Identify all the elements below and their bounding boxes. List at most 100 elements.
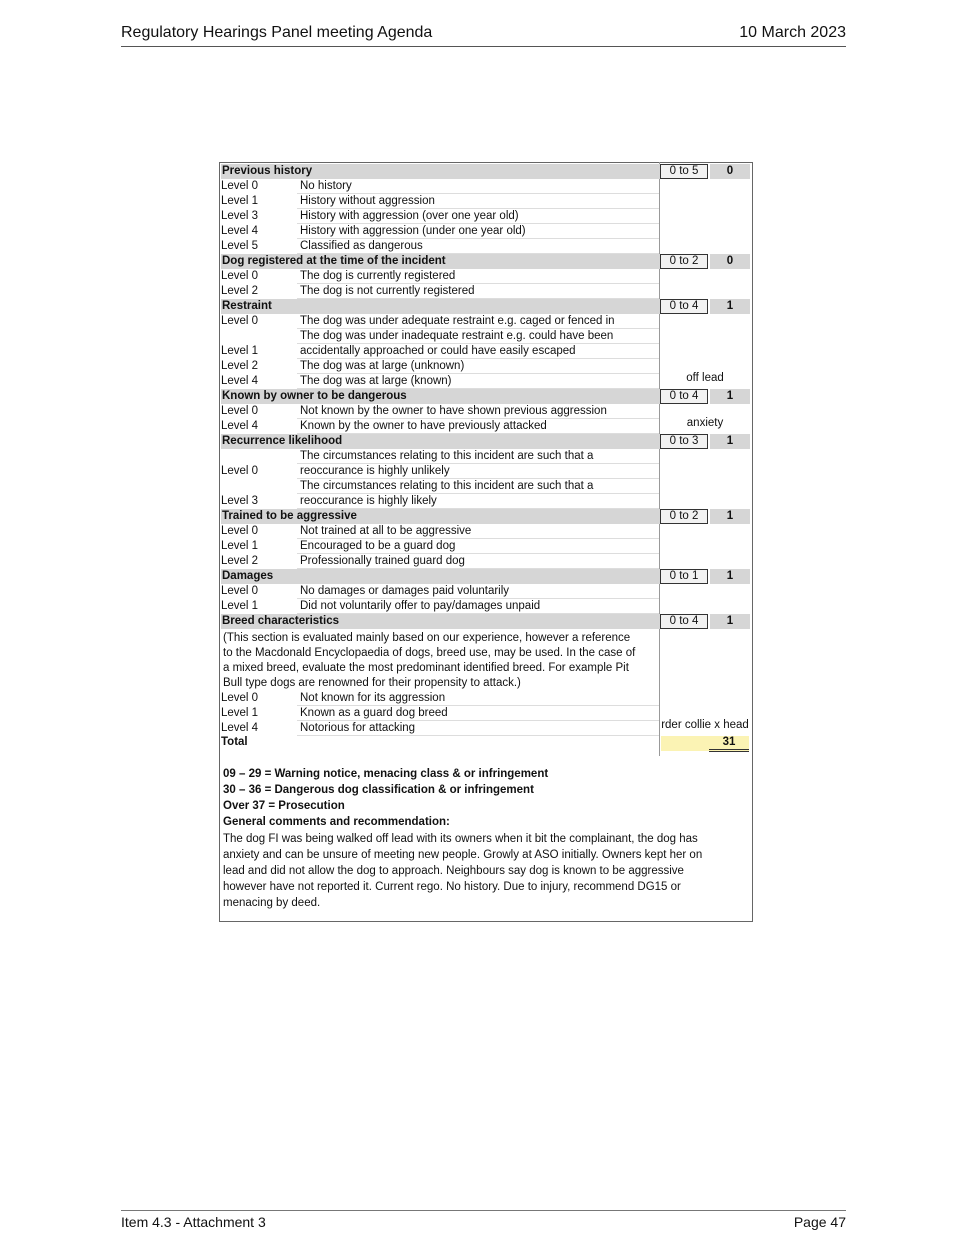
level-description: History with aggression (over one year o… — [300, 210, 519, 222]
row-rule — [297, 493, 659, 494]
breed-note-line: Bull type dogs are renowned for their pr… — [223, 677, 521, 689]
level-description: Did not voluntarily offer to pay/damages… — [300, 600, 541, 612]
level-label: Level 0 — [221, 270, 259, 282]
row-rule — [297, 735, 659, 736]
level-description-line: The circumstances relating to this incid… — [300, 450, 594, 462]
section-title: Damages — [221, 569, 660, 584]
section-score: 1 — [710, 569, 750, 584]
level-label: Level 1 — [221, 707, 259, 719]
row-rule — [297, 223, 659, 224]
row-rule — [297, 283, 659, 284]
section-score: 1 — [710, 509, 750, 524]
footer-item: Item 4.3 - Attachment 3 — [121, 1214, 266, 1230]
level-label: Level 1 — [221, 600, 259, 612]
row-rule — [297, 705, 659, 706]
assessment-note: rder collie x head — [661, 719, 749, 731]
level-description: History with aggression (under one year … — [300, 225, 526, 237]
level-label: Level 4 — [221, 722, 259, 734]
row-rule — [297, 598, 659, 599]
row-rule — [297, 238, 659, 239]
level-description: Not trained at all to be aggressive — [300, 525, 472, 537]
comment-line: The dog FI was being walked off lead wit… — [223, 833, 698, 845]
level-label: Level 3 — [221, 210, 259, 222]
score-range: 0 to 4 — [660, 389, 708, 404]
level-description: History without aggression — [300, 195, 435, 207]
header-date: 10 March 2023 — [739, 24, 846, 41]
row-rule — [297, 418, 659, 419]
level-label: Level 1 — [221, 540, 259, 552]
level-label: Level 1 — [221, 195, 259, 207]
level-description: No damages or damages paid voluntarily — [300, 585, 510, 597]
footer-page-number: Page 47 — [793, 1214, 846, 1230]
breed-note-line: (This section is evaluated mainly based … — [223, 632, 631, 644]
level-description: accidentally approached or could have ea… — [300, 345, 576, 357]
section-title: Recurrence likelihood — [221, 434, 660, 449]
level-label: Level 0 — [221, 180, 259, 192]
row-rule — [297, 463, 659, 464]
header-title: Regulatory Hearings Panel meeting Agenda — [121, 24, 433, 41]
level-description: The dog is not currently registered — [300, 285, 475, 297]
row-rule — [297, 253, 659, 254]
level-description: The dog was at large (known) — [300, 375, 452, 387]
level-description: The dog was under adequate restraint e.g… — [300, 315, 615, 327]
section-score: 1 — [710, 299, 750, 314]
score-range: 0 to 2 — [660, 254, 708, 269]
column-divider — [659, 162, 660, 756]
level-description: No history — [300, 180, 352, 192]
total-label: Total — [221, 736, 248, 748]
row-rule — [297, 538, 659, 539]
row-rule — [297, 508, 659, 509]
level-label: Level 2 — [221, 360, 259, 372]
section-score: 1 — [710, 389, 750, 404]
comment-line: menacing by deed. — [223, 897, 321, 909]
level-description: The dog is currently registered — [300, 270, 456, 282]
score-range: 0 to 5 — [660, 164, 708, 179]
row-rule — [297, 720, 659, 721]
comment-line: lead and did not allow the dog to approa… — [223, 865, 684, 877]
level-description: reoccurance is highly unlikely — [300, 465, 450, 477]
row-rule — [297, 298, 659, 299]
row-rule — [297, 373, 659, 374]
level-label: Level 0 — [221, 405, 259, 417]
row-rule — [297, 343, 659, 344]
score-threshold: 30 – 36 = Dangerous dog classification &… — [223, 784, 534, 796]
level-label: Level 4 — [221, 420, 259, 432]
row-rule — [297, 193, 659, 194]
level-description-line: The circumstances relating to this incid… — [300, 480, 594, 492]
level-label: Level 4 — [221, 375, 259, 387]
score-range: 0 to 4 — [660, 299, 708, 314]
level-label: Level 0 — [221, 465, 259, 477]
section-title: Breed characteristics — [221, 614, 660, 629]
section-score: 0 — [710, 254, 750, 269]
level-label: Level 0 — [221, 315, 259, 327]
comment-line: however have not reported it. Current re… — [223, 881, 681, 893]
comment-line: anxiety and can be unsure of meeting new… — [223, 849, 703, 861]
section-title: Dog registered at the time of the incide… — [221, 254, 660, 269]
score-threshold: Over 37 = Prosecution — [223, 800, 345, 812]
level-description: reoccurance is highly likely — [300, 495, 437, 507]
row-rule — [297, 553, 659, 554]
level-label: Level 2 — [221, 285, 259, 297]
page-header: Regulatory Hearings Panel meeting Agenda… — [121, 24, 846, 47]
section-title: Previous history — [221, 164, 660, 179]
level-description: The dog was at large (unknown) — [300, 360, 465, 372]
score-range: 0 to 4 — [660, 614, 708, 629]
row-rule — [297, 328, 659, 329]
row-rule — [297, 388, 659, 389]
section-title: Trained to be aggressive — [221, 509, 660, 524]
level-description: Known as a guard dog breed — [300, 707, 448, 719]
level-label: Level 0 — [221, 585, 259, 597]
section-title: Known by owner to be dangerous — [221, 389, 660, 404]
total-highlight — [661, 736, 749, 751]
score-threshold: 09 – 29 = Warning notice, menacing class… — [223, 768, 549, 780]
total-score: 31 — [709, 736, 749, 752]
level-label: Level 5 — [221, 240, 259, 252]
level-description-line: The dog was under inadequate restraint e… — [300, 330, 614, 342]
row-rule — [297, 478, 659, 479]
section-score: 0 — [710, 164, 750, 179]
level-label: Level 2 — [221, 555, 259, 567]
level-label: Level 0 — [221, 525, 259, 537]
level-label: Level 3 — [221, 495, 259, 507]
page-footer: Item 4.3 - Attachment 3 Page 47 — [121, 1210, 846, 1233]
level-description: Not known for its aggression — [300, 692, 446, 704]
